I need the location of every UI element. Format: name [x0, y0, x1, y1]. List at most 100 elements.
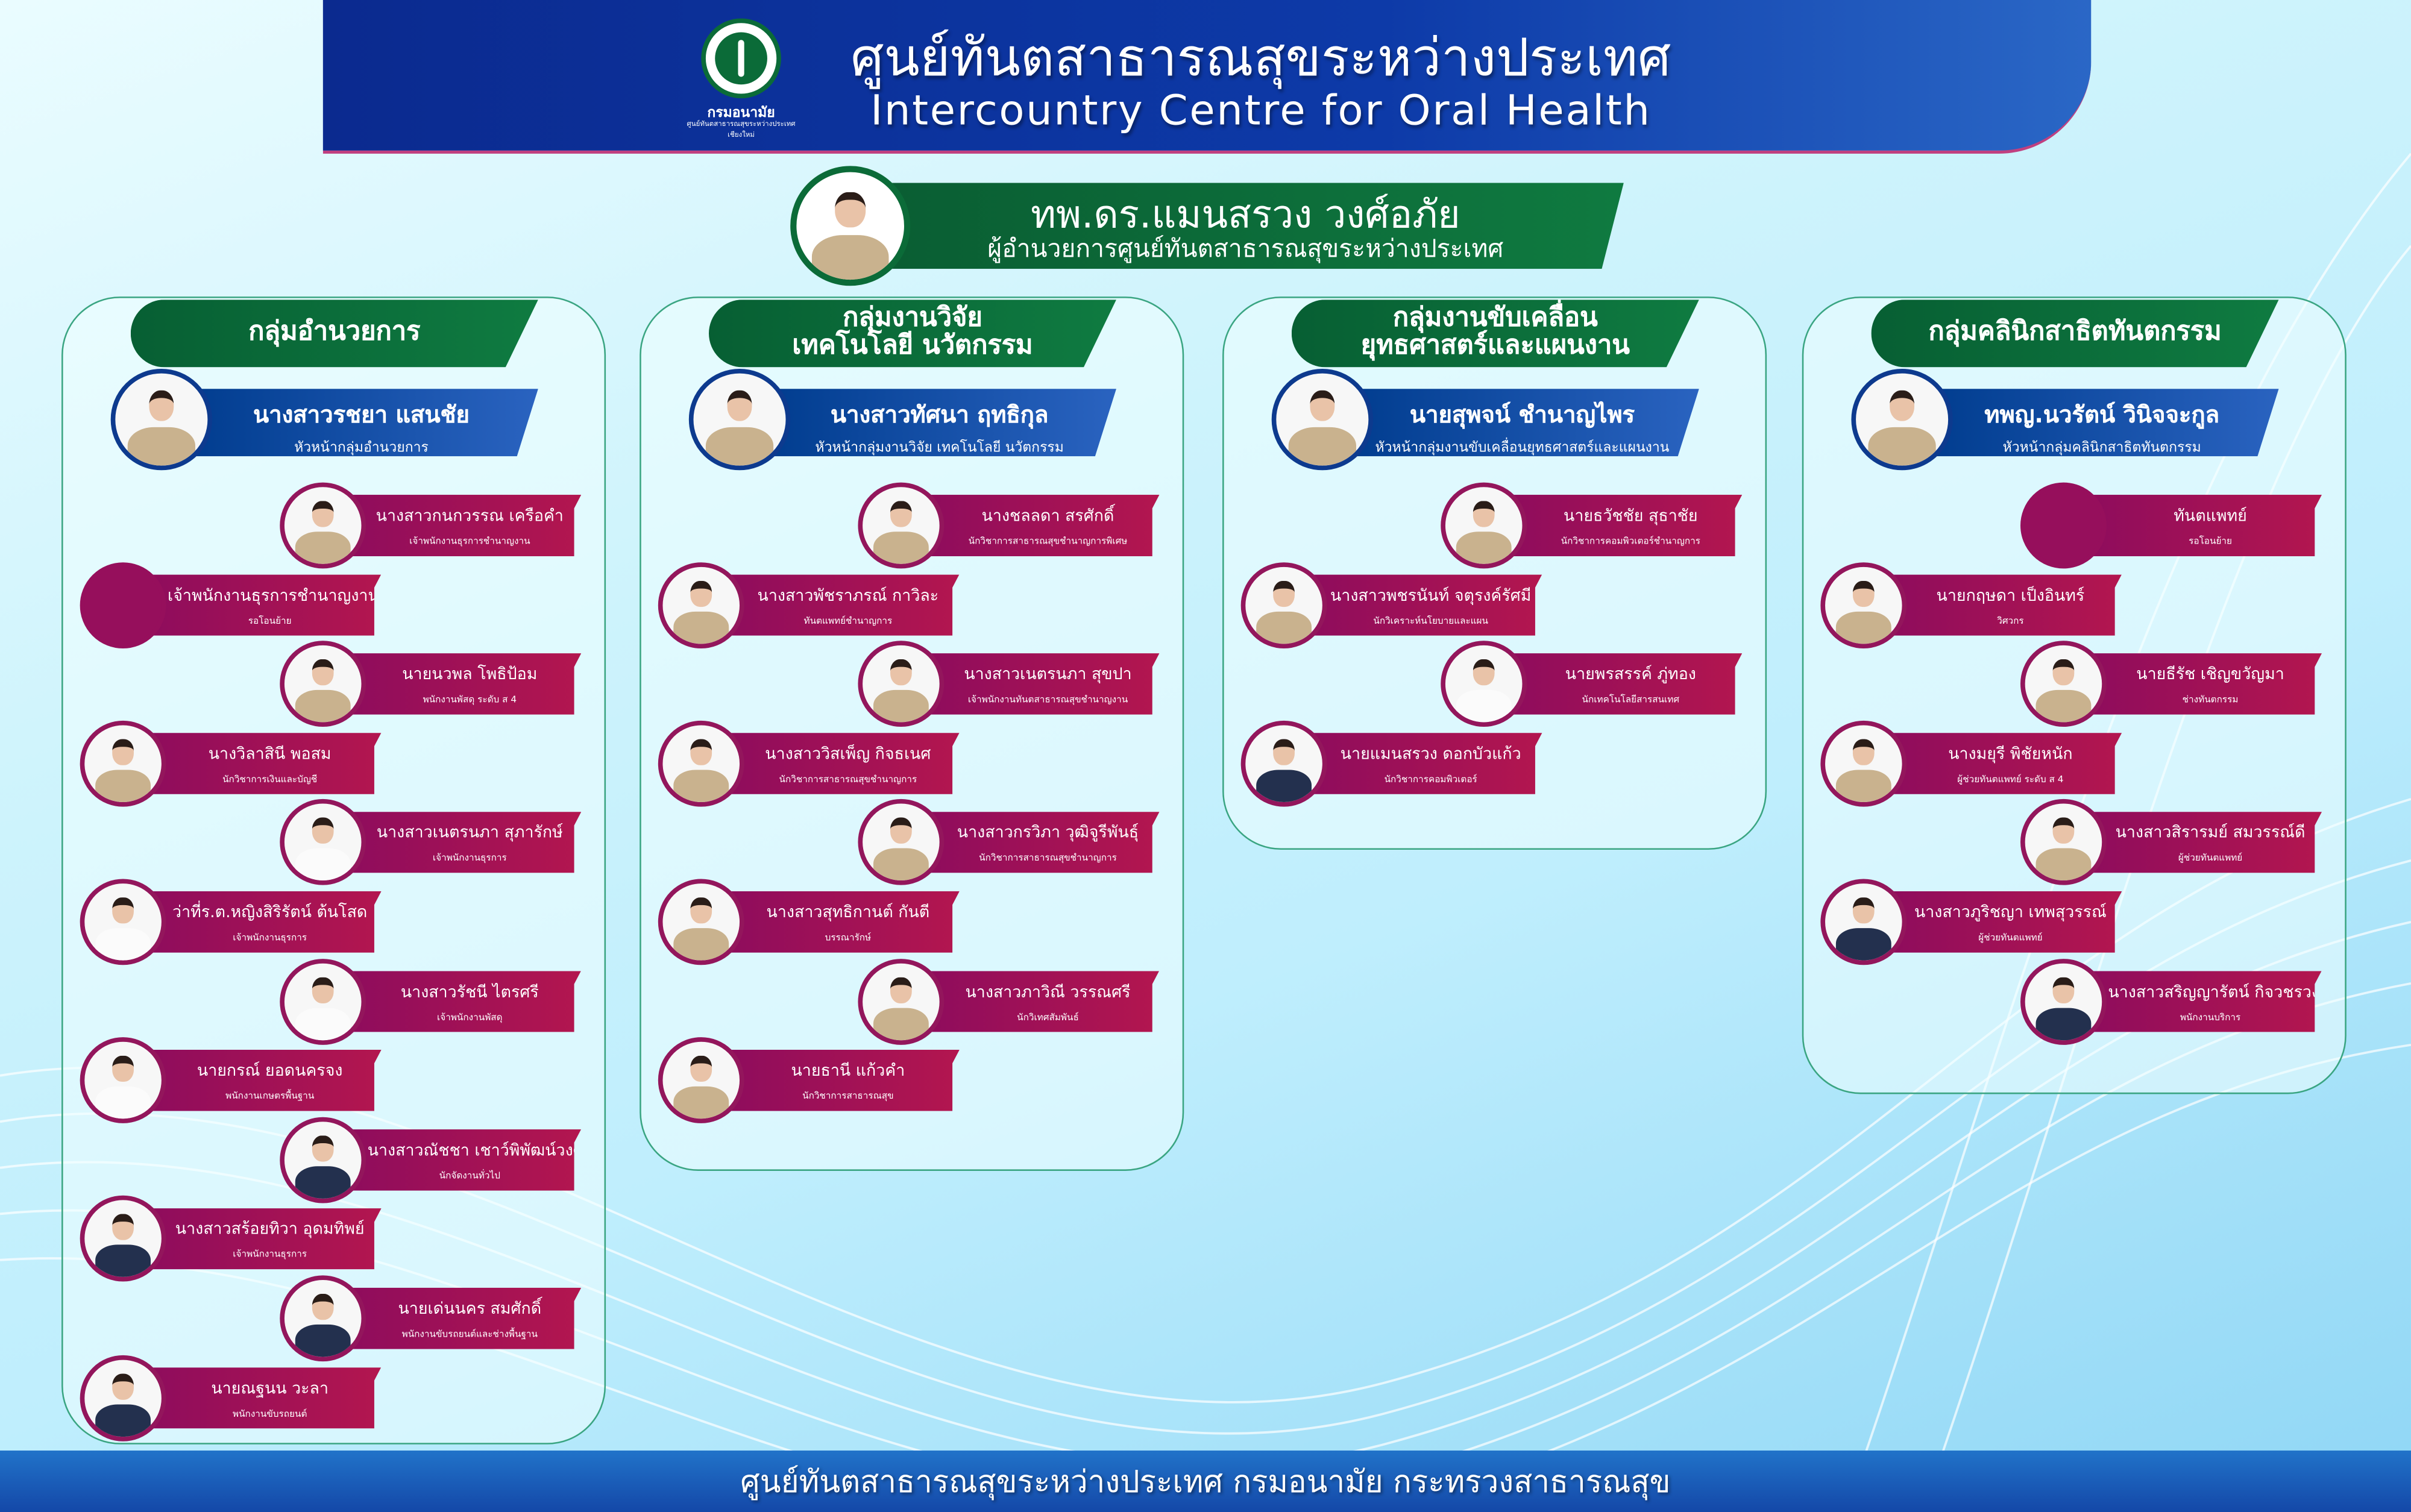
face-icon [1273, 738, 1295, 765]
uniform-icon [873, 1007, 929, 1040]
staff-card: นางสาวรัชนี ไตรศรีเจ้าพนักงานพัสดุ [345, 970, 582, 1032]
staff-name: นายธวัชชัย สุธาชัย [1564, 507, 1698, 526]
ministry-logo-icon [701, 18, 781, 99]
person-photo [110, 368, 213, 471]
group-title-line: เทคโนโลยี นวัตกรรม [792, 330, 1033, 362]
staff-card: นายธีรัช เชิญขวัญมาช่างทันตกรรม [2086, 653, 2322, 715]
person-photo [280, 482, 366, 569]
person-photo [658, 562, 744, 648]
uniform-icon [128, 427, 195, 466]
staff-title: นักวิชาการคอมพิวเตอร์ [1384, 774, 1477, 785]
staff-title: ทันตแพทย์ชำนาญการ [803, 615, 893, 627]
staff-name: นายเด่นนคร สมศักดิ์ [398, 1300, 542, 1319]
head-title: หัวหน้ากลุ่มงานวิจัย เทคโนโลยี นวัตกรรม [815, 441, 1064, 457]
staff-name: นางสาวรัชนี ไตรศรี [400, 982, 539, 1002]
staff-title: เจ้าพนักงานทันตสาธารณสุขชำนาญงาน [967, 694, 1128, 706]
vacant-position-card: ทันตแพทย์รอโอนย้าย [2086, 495, 2322, 557]
director-title: ผู้อำนวยการศูนย์ทันตสาธารณสุขระหว่างประเ… [987, 233, 1504, 263]
staff-name: นายแมนสรวง ดอกบัวแก้ว [1340, 745, 1521, 764]
group-header: กลุ่มงานขับเคลื่อนยุทธศาสตร์และแผนงาน [1291, 300, 1699, 368]
staff-card: นางสาวสุทธิกานต์ กันตีบรรณารักษ์ [724, 891, 960, 953]
group-header: กลุ่มงานวิจัยเทคโนโลยี นวัตกรรม [709, 300, 1117, 368]
group-head-banner: นางสาวทัศนา ฤทธิกุลหัวหน้ากลุ่มงานวิจัย … [762, 389, 1117, 457]
staff-title: นักวิชาการสาธารณสุขชำนาญการ [979, 853, 1117, 864]
group-title-line: กลุ่มงานขับเคลื่อน [1392, 303, 1598, 334]
person-photo [1820, 720, 1907, 807]
person-photo [280, 799, 366, 886]
face-icon [726, 390, 753, 422]
face-icon [690, 897, 712, 924]
uniform-icon [2035, 1007, 2092, 1040]
face-icon [1852, 738, 1875, 765]
uniform-icon [873, 690, 929, 723]
face-icon [312, 1135, 334, 1162]
face-icon [112, 1214, 134, 1241]
face-icon [1309, 390, 1336, 422]
staff-card: นายแมนสรวง ดอกบัวแก้วนักวิชาการคอมพิวเตอ… [1307, 732, 1542, 794]
uniform-icon [295, 1324, 351, 1357]
face-icon [1473, 501, 1495, 527]
staff-title: เจ้าพนักงานธุรการ [233, 932, 307, 944]
staff-name: นายนวพล โพธิป้อม [402, 665, 538, 685]
staff-name: นายธีรัช เชิญขวัญมา [2136, 665, 2284, 685]
staff-card: นางวิลาสินี พอสมนักวิชาการเงินและบัญชี [146, 732, 382, 794]
vacant-position-card: เจ้าพนักงานธุรการชำนาญงานรอโอนย้าย [146, 574, 382, 636]
director-photo [790, 166, 911, 286]
staff-title: พนักงานขับรถยนต์ [232, 1408, 307, 1419]
group-title-line: ยุทธศาสตร์และแผนงาน [1360, 330, 1630, 362]
person-photo [1820, 879, 1907, 965]
position-status: รอโอนย้าย [248, 615, 292, 627]
face-icon [1273, 580, 1295, 607]
uniform-icon [1456, 690, 1512, 723]
staff-title: พนักงานขับรถยนต์และช่างพื้นฐาน [401, 1329, 538, 1340]
face-icon [890, 976, 912, 1003]
face-icon [2052, 976, 2075, 1003]
face-icon [312, 818, 334, 844]
staff-card: นายกรณ์ ยอดนครจงพนักงานเกษตรพื้นฐาน [146, 1049, 382, 1111]
staff-title: นักวิเทศสัมพันธ์ [1017, 1012, 1079, 1023]
staff-title: นักเทคโนโลยีสารสนเทศ [1582, 694, 1680, 706]
staff-name: นางสาวณัชชา เชาว์พิพัฒน์วงศ์ [367, 1141, 583, 1160]
group-header: กลุ่มอำนวยการ [130, 300, 538, 368]
staff-name: นางสาวกรวิภา วุฒิจูรีพันธุ์ [957, 824, 1139, 843]
face-icon [690, 580, 712, 607]
person-photo [658, 720, 744, 807]
staff-name: ว่าที่ร.ต.หญิงสิริรัตน์ ต้นโสด [172, 903, 368, 922]
head-name: นางสาวทัศนา ฤทธิกุล [830, 401, 1049, 429]
uniform-icon [95, 1245, 151, 1278]
staff-card: นายธานี แก้วคำนักวิชาการสาธารณสุข [724, 1049, 960, 1111]
staff-name: นางสาวพัชราภรณ์ กาวิละ [757, 586, 939, 605]
person-photo [2020, 799, 2107, 886]
uniform-icon [673, 610, 729, 644]
staff-name: นางสาวสุทธิกานต์ กันตี [766, 903, 930, 922]
group-head-banner: นายสุพจน์ ชำนาญไพรหัวหน้ากลุ่มงานขับเคลื… [1345, 389, 1699, 457]
face-icon [1473, 659, 1495, 686]
staff-card: นายนวพล โพธิป้อมพนักงานพัสดุ ระดับ ส 4 [345, 653, 582, 715]
staff-card: นางสาวพชรนันท์ จตุรงค์รัศมีนักวิเคราะห์น… [1307, 574, 1542, 636]
vacant-photo-placeholder [2020, 482, 2107, 569]
uniform-icon [1835, 928, 1891, 961]
face-icon [112, 897, 134, 924]
staff-title: นักวิชาการสาธารณสุขชำนาญการ [779, 774, 917, 785]
person-photo [80, 1037, 166, 1124]
uniform-icon [1289, 427, 1356, 466]
person-photo [280, 1275, 366, 1362]
face-icon [2052, 818, 2075, 844]
group-title-line: กลุ่มอำนวยการ [248, 316, 421, 348]
person-photo [1240, 562, 1327, 648]
uniform-icon [673, 769, 729, 802]
staff-card: นางสาวพัชราภรณ์ กาวิละทันตแพทย์ชำนาญการ [724, 574, 960, 636]
face-icon [2052, 659, 2075, 686]
vacant-photo-placeholder [80, 562, 166, 648]
person-photo [280, 641, 366, 727]
staff-title: เจ้าพนักงานพัสดุ [437, 1012, 503, 1023]
face-icon [112, 1373, 134, 1399]
face-icon [112, 738, 134, 765]
face-icon [312, 659, 334, 686]
face-icon [312, 1293, 334, 1320]
face-icon [112, 1056, 134, 1082]
staff-card: นายกฤษดา เป็งอินทร์วิศวกร [1887, 574, 2122, 636]
staff-card: นางสาวณัชชา เชาว์พิพัฒน์วงศ์นักจัดงานทั่… [345, 1129, 583, 1191]
uniform-icon [1835, 769, 1891, 802]
staff-title: เจ้าพนักงานธุรการ [432, 853, 507, 864]
